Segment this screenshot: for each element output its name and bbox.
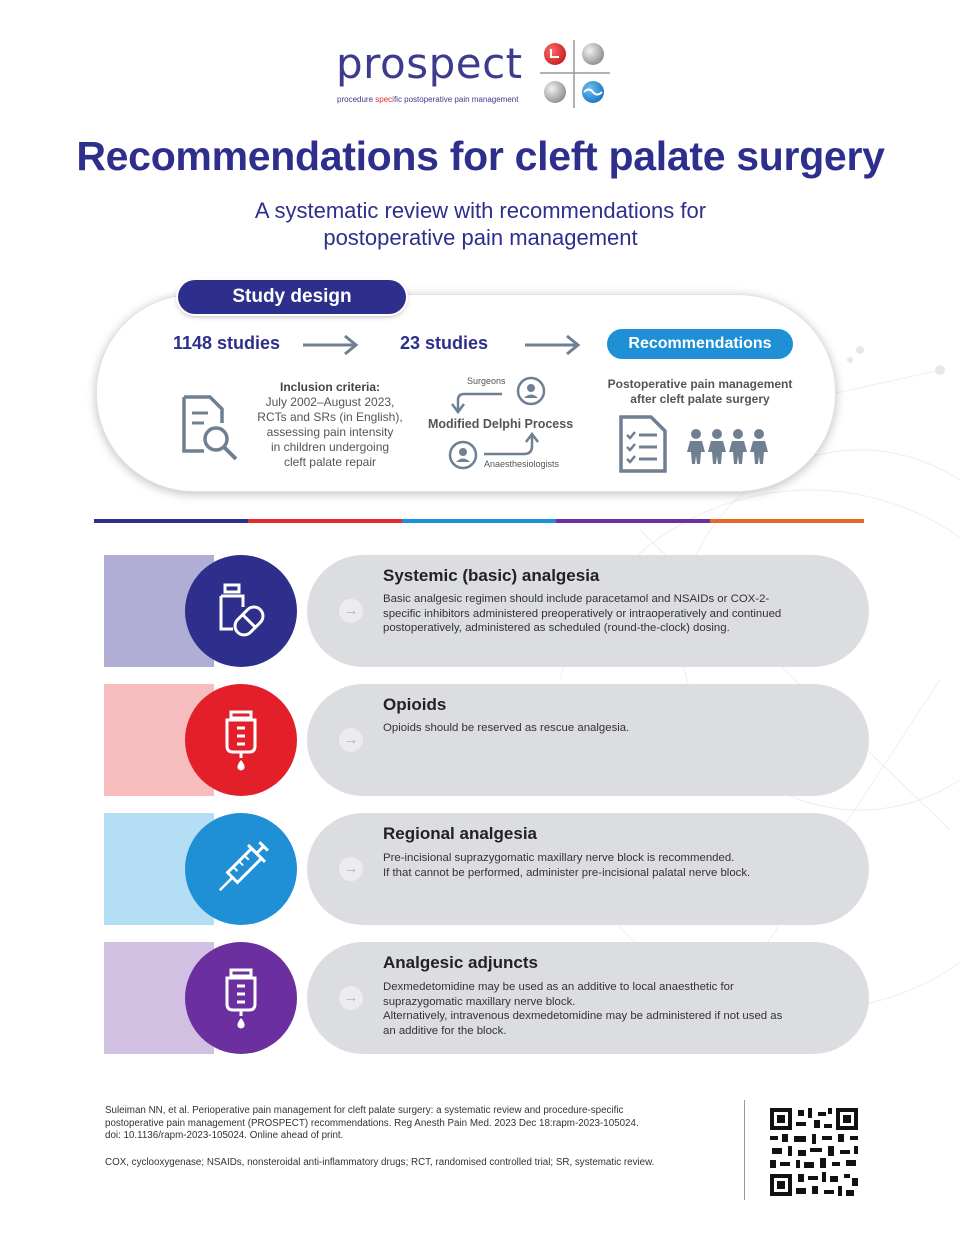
logo-wordmark: prospect [336, 39, 523, 88]
category-title: Systemic (basic) analgesia [383, 566, 600, 585]
studies-count-included: 23 studies [400, 333, 489, 353]
category-icon-circle [185, 684, 297, 796]
person-icon [516, 376, 546, 406]
study-design-tag: Study design [178, 280, 406, 314]
arrow-right-icon [303, 334, 359, 356]
category-text: Basic analgesic regimen should include p… [383, 593, 782, 634]
checklist-icon [619, 415, 667, 473]
category-text: Opioids should be reserved as rescue ana… [383, 722, 630, 734]
arrow-right-icon: → [339, 728, 363, 752]
arrow-right-icon: → [339, 599, 363, 623]
category-icon-circle [185, 555, 297, 667]
category-card-adjuncts [307, 942, 869, 1054]
person-icon [448, 440, 478, 470]
inclusion-criteria: Inclusion criteria: July 2002–August 202… [257, 380, 403, 469]
anaesthesiologists-label: Anaesthesiologists [484, 459, 560, 469]
logo-quadrant-icon [540, 40, 610, 108]
iv-bag-icon [225, 968, 257, 1029]
prospect-logo: prospect procedure specific postoperativ… [336, 40, 626, 110]
category-icon-circle [185, 942, 297, 1054]
recommendations-description: Postoperative pain management after clef… [607, 377, 793, 406]
category-text: Dexmedetomidine may be used as an additi… [383, 981, 783, 1037]
arrow-right-icon: → [339, 857, 363, 881]
children-group-icon [687, 429, 768, 464]
reference-citation: Suleiman NN, et al. Perioperative pain m… [105, 1105, 639, 1141]
studies-count-initial: 1148 studies [173, 333, 281, 353]
category-card-opioids [307, 684, 869, 796]
delphi-process-label: Modified Delphi Process [428, 417, 574, 431]
category-card-regional [307, 813, 869, 925]
category-title: Analgesic adjuncts [383, 953, 538, 972]
category-title: Opioids [383, 695, 447, 714]
qr-code-icon[interactable] [768, 1106, 860, 1198]
category-title: Regional analgesia [383, 824, 537, 843]
abbreviations: COX, cyclooxygenase; NSAIDs, nonsteroida… [105, 1157, 655, 1168]
page-subtitle: A systematic review with recommendations… [254, 198, 707, 250]
category-icon-circle [185, 813, 297, 925]
category-card-systemic [307, 555, 869, 667]
arrow-right-icon: → [339, 986, 363, 1010]
logo-tagline: procedure specific postoperative pain ma… [337, 95, 519, 104]
color-divider [94, 519, 864, 523]
pill-bottle-icon [219, 583, 265, 637]
syringe-icon [218, 841, 269, 892]
surgeons-label: Surgeons [467, 376, 506, 386]
document-search-icon [182, 395, 238, 461]
recommendations-pill: Recommendations [607, 329, 793, 359]
curved-arrow-icon [484, 431, 539, 456]
page-title: Recommendations for cleft palate surgery [76, 133, 885, 179]
footer-divider [744, 1100, 745, 1200]
category-text: Pre-incisional suprazygomatic maxillary … [383, 852, 751, 879]
iv-bag-icon [225, 710, 257, 771]
curved-arrow-icon [451, 392, 502, 415]
arrow-right-icon [525, 334, 581, 356]
